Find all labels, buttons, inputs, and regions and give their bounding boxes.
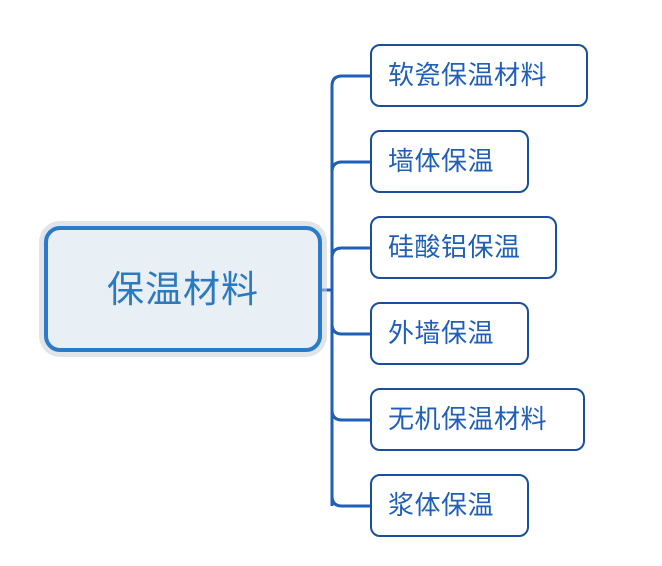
- child-node-label: 软瓷保温材料: [388, 60, 548, 91]
- connector-branch-5: [330, 409, 370, 422]
- child-node-label: 浆体保温: [388, 490, 495, 521]
- child-node-6[interactable]: 浆体保温: [370, 474, 529, 537]
- connector-branch-4: [330, 323, 370, 336]
- child-node-2[interactable]: 墙体保温: [370, 130, 529, 193]
- root-node[interactable]: 保温材料: [44, 226, 322, 352]
- child-node-label: 硅酸铝保温: [388, 232, 521, 263]
- child-node-3[interactable]: 硅酸铝保温: [370, 216, 557, 279]
- child-node-1[interactable]: 软瓷保温材料: [370, 44, 588, 107]
- child-node-4[interactable]: 外墙保温: [370, 302, 529, 365]
- child-node-5[interactable]: 无机保温材料: [370, 388, 585, 451]
- child-node-label: 外墙保温: [388, 318, 495, 349]
- connector-branch-1: [330, 74, 370, 88]
- connector-branch-6: [330, 495, 370, 508]
- root-node-label: 保温材料: [107, 267, 259, 311]
- connector-branch-3: [330, 246, 370, 259]
- connector-branch-2: [330, 160, 370, 173]
- child-node-label: 墙体保温: [388, 146, 495, 177]
- child-node-label: 无机保温材料: [388, 404, 548, 435]
